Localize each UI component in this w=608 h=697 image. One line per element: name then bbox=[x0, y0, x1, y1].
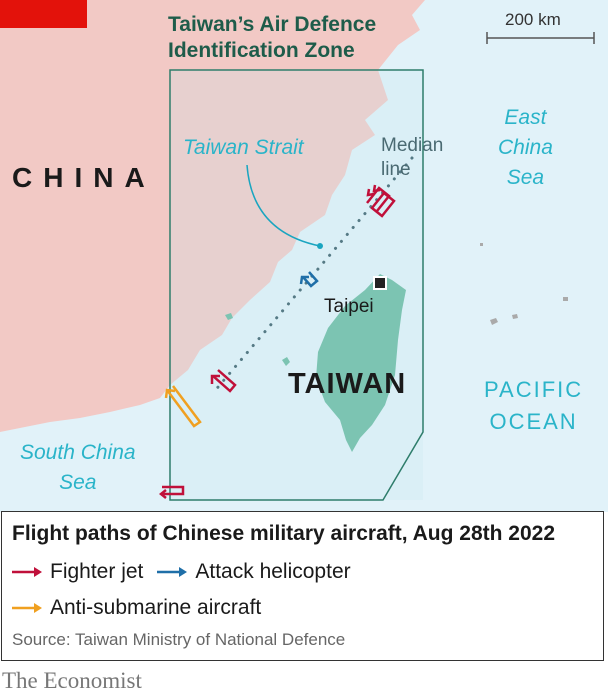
anti-submarine-path bbox=[164, 385, 202, 428]
penghu-islands bbox=[225, 313, 290, 366]
east-china-sea-2: China bbox=[498, 136, 553, 159]
legend: Flight paths of Chinese military aircraf… bbox=[1, 511, 604, 661]
label-south-china-sea: South China Sea bbox=[20, 438, 136, 498]
east-china-sea-1: East bbox=[504, 106, 547, 129]
brand-red-tag bbox=[0, 0, 87, 28]
map-canvas bbox=[0, 0, 608, 512]
label-median-line: Median line bbox=[381, 134, 443, 182]
scale-label: 200 km bbox=[505, 10, 561, 29]
label-pacific-ocean: PACIFIC OCEAN bbox=[484, 374, 583, 438]
legend-anti-submarine: Anti-submarine aircraft bbox=[50, 596, 262, 619]
taipei-marker bbox=[373, 276, 387, 290]
taiwan-strait-dot bbox=[317, 243, 323, 249]
scale-bar bbox=[486, 32, 595, 44]
south-china-sea-1: South China bbox=[20, 441, 136, 464]
pacific-ocean-2: OCEAN bbox=[489, 409, 578, 434]
east-china-sea-3: Sea bbox=[506, 166, 545, 189]
taiwan-island bbox=[316, 274, 406, 452]
legend-attack-helicopter: Attack helicopter bbox=[195, 560, 351, 583]
legend-row-2: Anti-submarine aircraft bbox=[12, 596, 261, 620]
median-line-text-2: line bbox=[381, 159, 411, 180]
label-taiwan: TAIWAN bbox=[288, 368, 407, 400]
economist-logo: The Economist bbox=[2, 668, 142, 693]
map-title: Taiwan’s Air Defence Identification Zone bbox=[168, 12, 376, 64]
label-taiwan-strait: Taiwan Strait bbox=[183, 136, 304, 159]
map-title-line2: Identification Zone bbox=[168, 39, 355, 62]
median-line-text-1: Median bbox=[381, 135, 444, 156]
anti-submarine-arrow-icon bbox=[12, 603, 42, 613]
pacific-ocean-1: PACIFIC bbox=[484, 377, 584, 402]
fighter-jet-path-south bbox=[210, 369, 237, 393]
fighter-jet-path-north bbox=[366, 184, 396, 218]
map-title-line1: Taiwan’s Air Defence bbox=[168, 13, 377, 36]
legend-title: Flight paths of Chinese military aircraf… bbox=[12, 522, 556, 545]
legend-row-1: Fighter jet Attack helicopter bbox=[12, 560, 351, 584]
china-landmass bbox=[0, 0, 425, 432]
label-east-china-sea: East China Sea bbox=[498, 103, 553, 193]
attack-helicopter-path bbox=[299, 271, 319, 288]
south-china-sea-2: Sea bbox=[59, 471, 97, 494]
legend-fighter-jet: Fighter jet bbox=[50, 560, 144, 583]
source-note: Source: Taiwan Ministry of National Defe… bbox=[12, 630, 346, 649]
fighter-jet-arrow-icon bbox=[12, 567, 42, 577]
label-china: CHINA bbox=[12, 162, 156, 193]
label-taipei: Taipei bbox=[324, 296, 374, 317]
fighter-jet-path-southwest bbox=[158, 485, 185, 499]
adiz-boundary bbox=[169, 69, 424, 501]
attack-helicopter-arrow-icon bbox=[157, 567, 188, 577]
taiwan-strait-pointer bbox=[246, 164, 321, 247]
